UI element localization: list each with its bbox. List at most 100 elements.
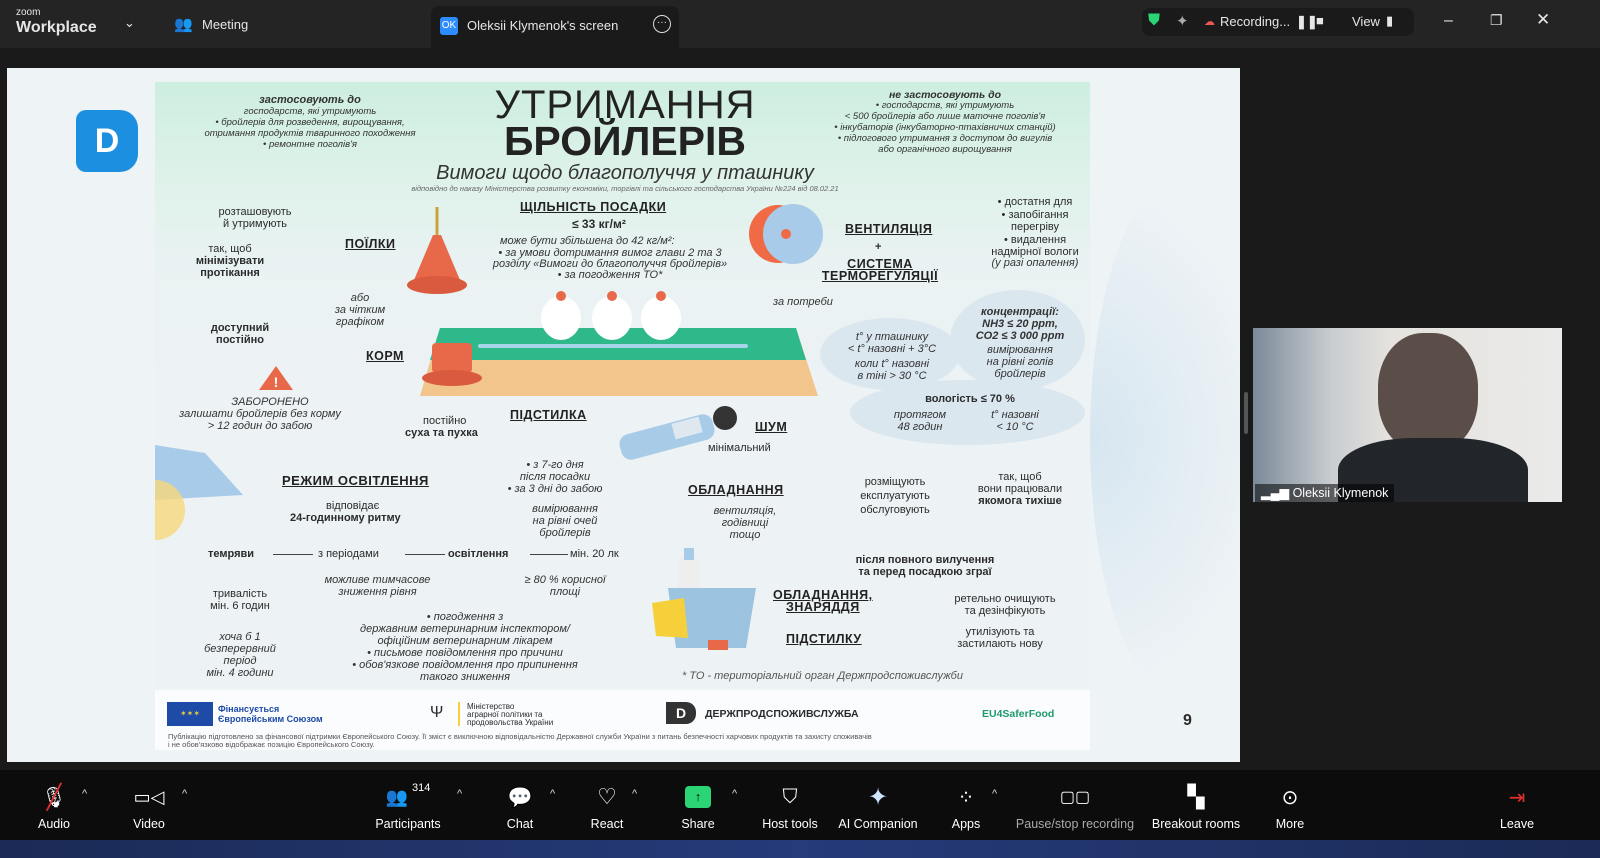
meeting-label[interactable]: Meeting — [202, 17, 249, 32]
noise-value: мінімальний — [708, 442, 771, 454]
restore-icon[interactable]: ❐ — [1490, 12, 1503, 28]
close-icon[interactable]: ✕ — [1536, 10, 1551, 29]
cleaning-text: після повного вилучення — [855, 554, 995, 566]
title-line-1: УТРИМАННЯ — [494, 83, 756, 127]
share-options-caret[interactable]: ^ — [732, 788, 738, 800]
agency-name: ДЕРЖПРОДСПОЖИВСЛУЖБА — [705, 708, 859, 720]
applies-title: застосовують до — [259, 94, 361, 106]
ai-companion-button[interactable]: ✦ AI Companion — [835, 770, 921, 840]
video-options-caret[interactable]: ^ — [182, 788, 188, 800]
drinker-illustration — [407, 207, 467, 294]
react-button[interactable]: ♡React — [587, 770, 627, 840]
video-camera-icon: ▭◁ — [133, 786, 165, 807]
host-tools-button[interactable]: ⛉Host tools — [760, 770, 820, 840]
pause-stop-recording-button[interactable]: ▢▢Pause/stop recording — [1012, 770, 1138, 840]
lamp-illustration — [155, 445, 243, 540]
more-options-icon[interactable]: ··· — [653, 15, 671, 33]
forbidden-text: > 12 годин до забою — [207, 420, 313, 432]
shield-check-icon[interactable]: ⛊ — [1148, 12, 1161, 29]
leave-button[interactable]: ⇥ Leave — [1497, 770, 1537, 840]
eu-text: Європейським Союзом — [218, 714, 323, 724]
react-options-caret[interactable]: ^ — [632, 788, 638, 800]
view-layout-icon[interactable]: ▮ — [1386, 13, 1394, 28]
page-number: 9 — [1183, 712, 1192, 729]
equipment-text: обслуговують — [860, 504, 930, 516]
litter-cleaning-title: ПІДСТИЛКУ — [786, 632, 862, 646]
minimize-icon[interactable]: – — [1444, 12, 1453, 29]
lighting-text: можливе тимчасове — [324, 574, 431, 586]
apps-options-caret[interactable]: ^ — [992, 788, 998, 800]
more-button[interactable]: ⊙More — [1270, 770, 1310, 840]
status-pill: ⛊ ✦ ☁ Recording... ❚❚ ■ View ▮ — [1142, 8, 1414, 36]
share-tab[interactable]: OK Oleksii Klymenok's screen ··· — [431, 6, 679, 48]
litter-title: ПІДСТИЛКА — [510, 408, 587, 422]
share-button[interactable]: ↑Share — [678, 770, 718, 840]
breakout-rooms-button[interactable]: ▚Breakout rooms — [1148, 770, 1244, 840]
equipment-text: так, щоб — [998, 471, 1042, 483]
thermoregulation-title: СИСТЕМА — [847, 257, 913, 271]
lighting-text: вимірювання — [532, 503, 598, 515]
concentration-text: CO2 ≤ 3 000 ppm — [975, 330, 1065, 342]
temp-text: коли t° назовні — [854, 358, 930, 370]
ai-companion-label: AI Companion — [838, 817, 918, 831]
lighting-title: РЕЖИМ ОСВІТЛЕННЯ — [282, 473, 429, 488]
drinkers-text: мінімізувати — [195, 255, 265, 267]
audio-options-caret[interactable]: ^ — [82, 788, 88, 800]
equipment-text: розміщують — [864, 476, 926, 488]
leave-label: Leave — [1499, 817, 1535, 831]
eu-text: Фінансується — [218, 704, 280, 714]
participant-face — [1378, 333, 1478, 453]
audio-button[interactable]: 🎙╱Audio — [28, 770, 80, 840]
not-applies-title: не застосовують до — [888, 89, 1002, 101]
participants-options-caret[interactable]: ^ — [457, 788, 463, 800]
approval-text: такого зниження — [420, 671, 510, 683]
apps-button[interactable]: ⁘ Apps — [946, 770, 986, 840]
apps-icon: ⁘ — [957, 786, 975, 809]
temp-text: в тіні > 30 °C — [857, 370, 927, 382]
share-label: Share — [681, 817, 715, 831]
breakout-rooms-icon: ▚ — [1187, 784, 1205, 809]
lighting-text: мін. 4 години — [206, 667, 274, 679]
applies-line: • бройлерів для розведення, вирощування, — [215, 117, 405, 128]
density-value: ≤ 33 кг/м² — [572, 217, 626, 231]
view-button[interactable]: View — [1352, 14, 1380, 29]
approval-text: • обов'язкове повідомлення про припиненн… — [352, 659, 578, 671]
concentration-text: вимірювання — [987, 344, 1053, 356]
feed-text: доступний — [210, 322, 270, 334]
lighting-text: після посадки — [519, 471, 591, 483]
darkness-label: темряви — [208, 548, 255, 560]
ventilation-text: (у разі опалення) — [991, 257, 1079, 269]
panel-resize-handle[interactable] — [1244, 392, 1248, 434]
applies-line: отримання продуктів тваринного походженн… — [204, 128, 416, 139]
video-button[interactable]: ▭◁Video — [123, 770, 175, 840]
lighting-text: площі — [549, 586, 581, 598]
feed-title: КОРМ — [366, 349, 404, 363]
apps-label: Apps — [951, 817, 981, 831]
equipment-text: тощо — [729, 529, 761, 541]
lighting-text: бройлерів — [539, 527, 591, 539]
chat-options-caret[interactable]: ^ — [550, 788, 556, 800]
svg-text:!: ! — [274, 374, 279, 390]
approval-text: • погодження з — [426, 611, 504, 623]
drinkers-title: ПОЇЛКИ — [345, 237, 396, 251]
pause-recording-icon[interactable]: ❚❚ — [1296, 14, 1318, 29]
order-reference: відповідно до наказу Міністерства розвит… — [411, 184, 839, 193]
cloud-shape — [950, 290, 1085, 390]
share-avatar: OK — [440, 17, 458, 35]
slide-footer — [155, 690, 1090, 750]
stop-recording-icon[interactable]: ■ — [1316, 13, 1324, 28]
chat-button[interactable]: 💬Chat — [500, 770, 540, 840]
approval-text: державним ветеринарним інспектором/ — [360, 623, 570, 635]
ventilation-text: • видалення — [1003, 234, 1067, 246]
leave-icon: ⇥ — [1508, 786, 1526, 809]
ai-sparkle-icon[interactable]: ✦ — [1176, 13, 1189, 30]
shield-icon: ⛉ — [782, 785, 798, 808]
humidity-text: 48 годин — [897, 421, 943, 433]
participants-icon: 👥 — [385, 786, 409, 807]
chevron-down-icon[interactable]: ⌄ — [124, 15, 135, 30]
meeting-icon: 👥 — [174, 16, 193, 33]
recording-status[interactable]: Recording... — [1220, 14, 1291, 29]
participant-video[interactable]: ▂▄▆ Oleksii Klymenok — [1253, 328, 1562, 502]
ai-sparkle-icon: ✦ — [867, 783, 889, 811]
